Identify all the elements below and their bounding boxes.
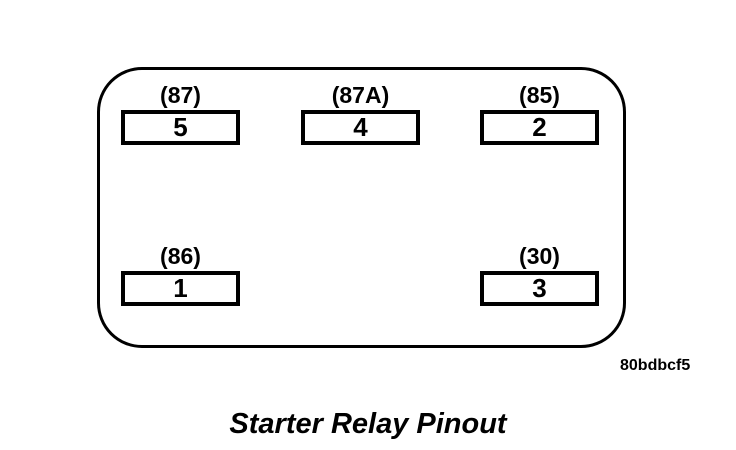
- pin-terminal-label: (85): [519, 82, 560, 108]
- pin-terminal-label: (30): [519, 243, 560, 269]
- pin-terminal-label: (87): [160, 82, 201, 108]
- pin-number-box: 4: [301, 110, 420, 145]
- pin-terminal-30: (30) 3: [480, 243, 599, 306]
- pin-number-box: 3: [480, 271, 599, 306]
- pin-terminal-85: (85) 2: [480, 82, 599, 145]
- pin-terminal-87a: (87A) 4: [301, 82, 420, 145]
- pin-number-box: 5: [121, 110, 240, 145]
- pin-terminal-label: (86): [160, 243, 201, 269]
- figure-code: 80bdbcf5: [620, 357, 691, 374]
- pin-terminal-87: (87) 5: [121, 82, 240, 145]
- pin-number-box: 1: [121, 271, 240, 306]
- diagram-title: Starter Relay Pinout: [229, 408, 507, 440]
- pin-terminal-86: (86) 1: [121, 243, 240, 306]
- pin-number-box: 2: [480, 110, 599, 145]
- pin-terminal-label: (87A): [331, 82, 390, 108]
